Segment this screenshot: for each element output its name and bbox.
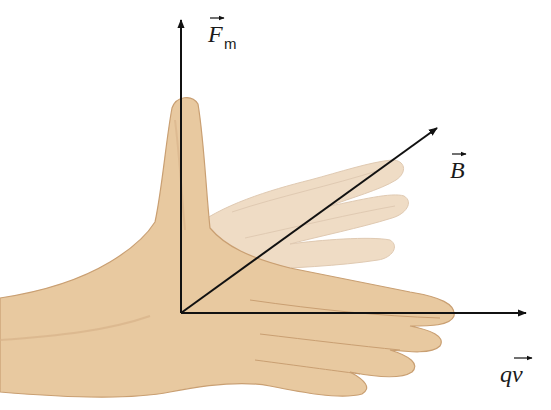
field-label: B: [450, 158, 465, 182]
force-label: F: [208, 22, 223, 46]
force-subscript: m: [224, 36, 237, 51]
velocity-label: qv: [500, 362, 523, 386]
hand: [0, 98, 454, 398]
axes: [181, 20, 526, 313]
vector-arrows: [210, 18, 532, 358]
